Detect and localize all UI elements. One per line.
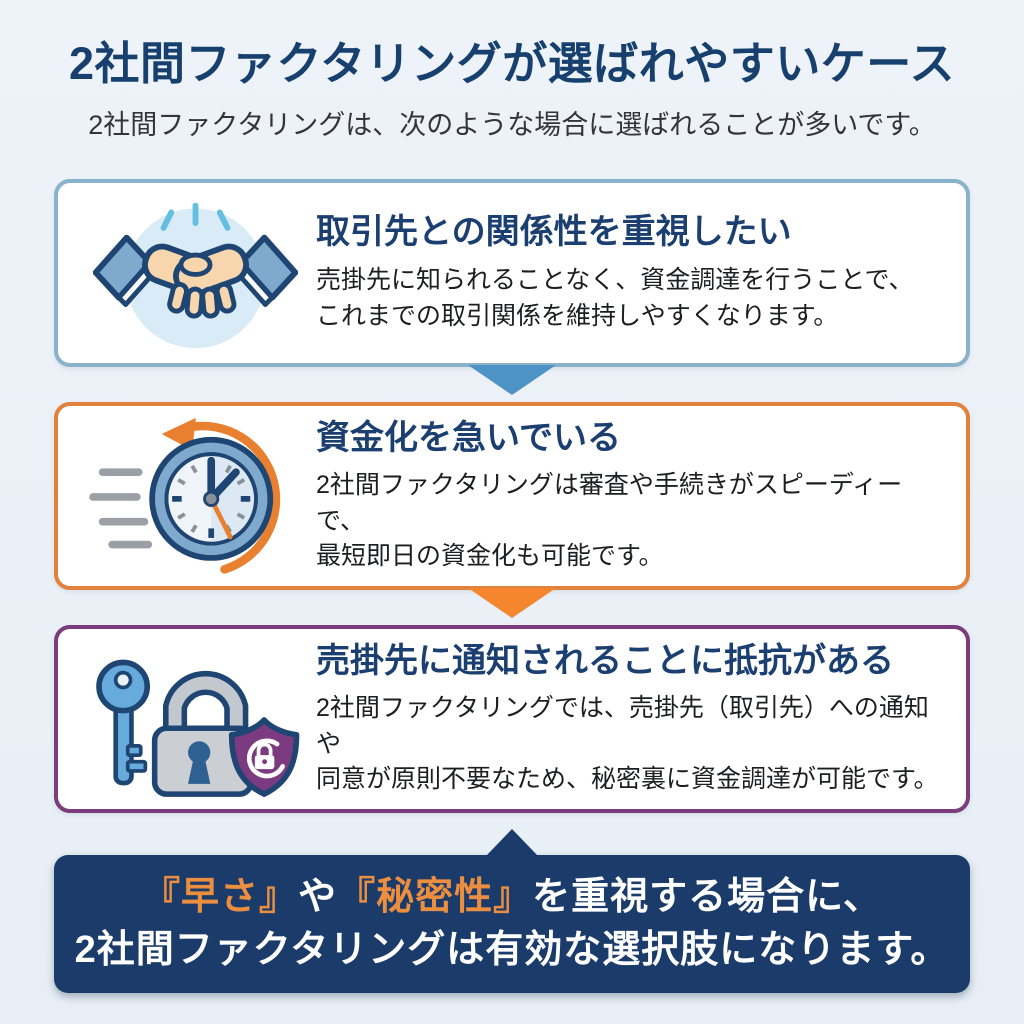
page-subtitle: 2社間ファクタリングは、次のような場合に選ばれることが多いです。 xyxy=(88,110,936,141)
padlock-shape xyxy=(151,671,254,798)
banner-rest-line1: を重視する場合に、 xyxy=(532,876,882,919)
card-heading: 取引先との関係性を重視したい xyxy=(316,213,792,252)
card-text: 取引先との関係性を重視したい 売掛先に知られることなく、資金調達を行うことで、 … xyxy=(316,212,948,334)
card-body-line1: 2社間ファクタリングでは、売掛先（取引先）への通知や xyxy=(316,694,929,758)
conclusion-banner: 『早さ』や『秘密性』を重視する場合に、 2社間ファクタリングは有効な選択肢になり… xyxy=(54,829,970,994)
card-icon-box xyxy=(74,640,316,798)
security-shield-shape xyxy=(228,717,300,798)
card-body-line2: 同意が原則不要なため、秘密裏に資金調達が可能です。 xyxy=(316,765,939,794)
banner-connector: や xyxy=(298,876,338,919)
down-arrow-blue xyxy=(468,365,556,396)
banner-line2: 2社間ファクタリングは有効な選択肢になります。 xyxy=(74,929,950,972)
speed-clock-icon xyxy=(89,418,281,575)
card-body-line2: 最短即日の資金化も可能です。 xyxy=(316,542,664,571)
card-confidentiality: 売掛先に通知されることに抵抗がある 2社間ファクタリングでは、売掛先（取引先）へ… xyxy=(54,625,970,814)
handshake-icon xyxy=(92,203,298,349)
key-shape xyxy=(96,659,151,786)
page-title: 2社間ファクタリングが選ばれやすいケース xyxy=(69,38,955,89)
down-arrow-orange xyxy=(468,588,556,619)
sparkle-lines xyxy=(160,203,230,232)
banner-line1: 『早さ』や『秘密性』を重視する場合に、 xyxy=(142,871,882,924)
card-text: 資金化を急いでいる 2社間ファクタリングは審査や手続きがスピーディーで、 最短即… xyxy=(316,418,948,575)
speed-lines xyxy=(89,468,153,549)
card-icon-box xyxy=(74,193,316,353)
banner-highlight-speed: 『早さ』 xyxy=(142,876,299,919)
fingers xyxy=(166,282,236,319)
card-speed: 資金化を急いでいる 2社間ファクタリングは審査や手続きがスピーディーで、 最短即… xyxy=(54,402,970,591)
card-heading: 資金化を急いでいる xyxy=(316,418,621,457)
rotation-arrow-arc xyxy=(184,422,281,575)
banner-highlight-secrecy: 『秘密性』 xyxy=(337,876,533,919)
card-icon-box xyxy=(74,415,316,577)
card-relationship: 取引先との関係性を重視したい 売掛先に知られることなく、資金調達を行うことで、 … xyxy=(54,179,970,368)
card-body-line2: これまでの取引関係を維持しやすくなります。 xyxy=(316,301,839,330)
banner-tail-up-arrow xyxy=(486,829,538,857)
card-heading: 売掛先に通知されることに抵抗がある xyxy=(316,641,894,680)
key-lock-shield-icon xyxy=(96,659,300,798)
card-body-line1: 売掛先に知られることなく、資金調達を行うことで、 xyxy=(316,266,914,295)
card-text: 売掛先に通知されることに抵抗がある 2社間ファクタリングでは、売掛先（取引先）へ… xyxy=(316,641,948,798)
card-body-line1: 2社間ファクタリングは審査や手続きがスピーディーで、 xyxy=(316,471,903,535)
